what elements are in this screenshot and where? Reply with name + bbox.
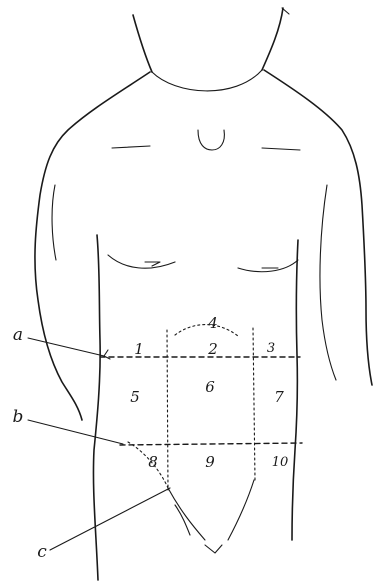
- region-label-10: 10: [272, 455, 289, 470]
- chest-sketch: [108, 130, 300, 272]
- region-label-4: 4: [207, 314, 218, 332]
- region-label-1: 1: [134, 340, 144, 358]
- pointer-label-b: b: [13, 407, 24, 427]
- pointer-label-c: c: [37, 542, 47, 562]
- region-label-7: 7: [274, 388, 284, 406]
- neck-outline: [133, 8, 289, 91]
- groin-sketch: [168, 480, 254, 553]
- region-label-3: 3: [267, 341, 275, 356]
- pointer-label-a: a: [13, 325, 23, 345]
- region-label-8: 8: [148, 453, 158, 471]
- region-label-5: 5: [130, 388, 140, 406]
- region-label-2: 2: [207, 340, 218, 358]
- region-label-6: 6: [205, 378, 215, 396]
- region-label-9: 9: [205, 453, 215, 471]
